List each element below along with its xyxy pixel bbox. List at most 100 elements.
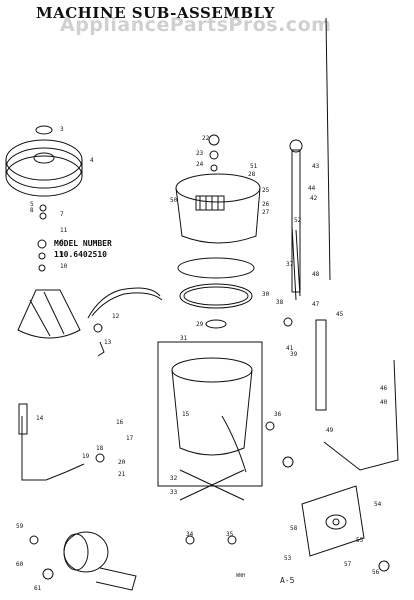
callout-38: 38	[276, 299, 284, 306]
callout-13: 13	[104, 339, 112, 346]
callout-43: 43	[312, 163, 320, 170]
callout-31: 31	[180, 335, 188, 342]
callout-7: 7	[60, 211, 64, 218]
callout-44: 44	[308, 185, 316, 192]
callout-25: 25	[262, 187, 270, 194]
screw	[185, 535, 195, 545]
tub-ring-inner	[183, 286, 249, 306]
callout-30: 30	[262, 291, 270, 298]
o-ring	[205, 319, 227, 329]
callout-17: 17	[126, 435, 134, 442]
washer	[39, 204, 47, 212]
pump-clamp	[282, 456, 294, 468]
callout-33: 33	[170, 489, 178, 496]
callout-47: 47	[312, 301, 320, 308]
callout-28: 28	[248, 171, 256, 178]
callout-59: 59	[16, 523, 24, 530]
callout-41: 41	[286, 345, 294, 352]
motor-bolt	[29, 535, 39, 545]
callout-60: 60	[16, 561, 24, 568]
model-number-label: MODEL NUMBER	[54, 239, 112, 248]
callout-5: 5	[30, 201, 34, 208]
callout-8: 8	[30, 207, 34, 214]
motor-coupling	[42, 568, 54, 580]
callout-16: 16	[116, 419, 124, 426]
pump-nut	[378, 560, 390, 572]
tub-ring	[179, 283, 253, 309]
callout-61: 61	[34, 585, 42, 592]
callout-19: 19	[82, 453, 90, 460]
callout-18: 18	[96, 445, 104, 452]
pipe-fitting	[18, 403, 28, 435]
drive-pulley	[5, 139, 83, 197]
hose-pipe	[21, 416, 85, 481]
callout-50: 50	[170, 197, 178, 204]
drive-motor	[63, 531, 137, 591]
screw	[265, 421, 275, 431]
callout-15: 15	[182, 411, 190, 418]
model-number-block: MODEL NUMBER 110.6402510	[54, 238, 112, 260]
callout-14: 14	[36, 415, 44, 422]
callout-48: 48	[312, 271, 320, 278]
callout-23: 23	[196, 150, 204, 157]
callout-45: 45	[336, 311, 344, 318]
callout-37: 37	[286, 261, 294, 268]
callout-12: 12	[112, 313, 120, 320]
screw	[95, 453, 105, 463]
bolt-head	[37, 239, 47, 249]
agitator	[17, 289, 81, 339]
outer-tub	[157, 341, 263, 487]
wire-harness	[87, 287, 163, 333]
suspension-rod	[315, 319, 327, 411]
callout-34: 34	[186, 531, 194, 538]
rod	[295, 229, 301, 297]
fill-nozzle	[208, 134, 220, 146]
watermark: AppliancePartsPros.com	[60, 14, 332, 36]
callout-4: 4	[90, 157, 94, 164]
callout-42: 42	[310, 195, 318, 202]
callout-49: 49	[326, 427, 334, 434]
callout-20: 20	[118, 459, 126, 466]
callout-56: 56	[372, 569, 380, 576]
callout-39: 39	[290, 351, 298, 358]
tub-cover-assembly	[175, 173, 261, 244]
border-line	[325, 17, 331, 281]
actuator-rod	[291, 225, 297, 301]
callout-6: 6	[60, 239, 64, 246]
callout-35: 35	[226, 531, 234, 538]
callout-29: 29	[196, 321, 204, 328]
callout-54: 54	[374, 501, 382, 508]
callout-36: 36	[274, 411, 282, 418]
callout-51: 51	[250, 163, 258, 170]
callout-55: 55	[356, 537, 364, 544]
seal	[209, 150, 219, 160]
drawing-code: WNH	[236, 573, 246, 579]
tub-brace	[179, 469, 245, 501]
callout-52: 52	[294, 217, 302, 224]
callout-26: 26	[262, 201, 270, 208]
callout-57: 57	[344, 561, 352, 568]
callout-58: 58	[290, 525, 298, 532]
callout-10: 10	[60, 263, 68, 270]
washer-small	[38, 252, 46, 260]
clip	[97, 341, 105, 357]
screw	[227, 535, 237, 545]
model-number-value: 110.6402510	[54, 250, 107, 259]
callout-53: 53	[284, 555, 292, 562]
diagram-title: MACHINE SUB-ASSEMBLY	[36, 4, 275, 22]
callout-9: 9	[60, 251, 64, 258]
callout-21: 21	[118, 471, 126, 478]
washer-small	[38, 264, 46, 272]
tub-gasket	[177, 257, 255, 279]
callout-3: 3	[60, 126, 64, 133]
retaining-ring	[35, 125, 53, 135]
screw	[283, 317, 293, 327]
nut	[39, 212, 47, 220]
clamp	[210, 164, 218, 172]
callout-40: 40	[380, 399, 388, 406]
hose-pipe-right	[323, 359, 399, 471]
callout-22: 22	[202, 135, 210, 142]
pump-assembly	[301, 485, 365, 557]
